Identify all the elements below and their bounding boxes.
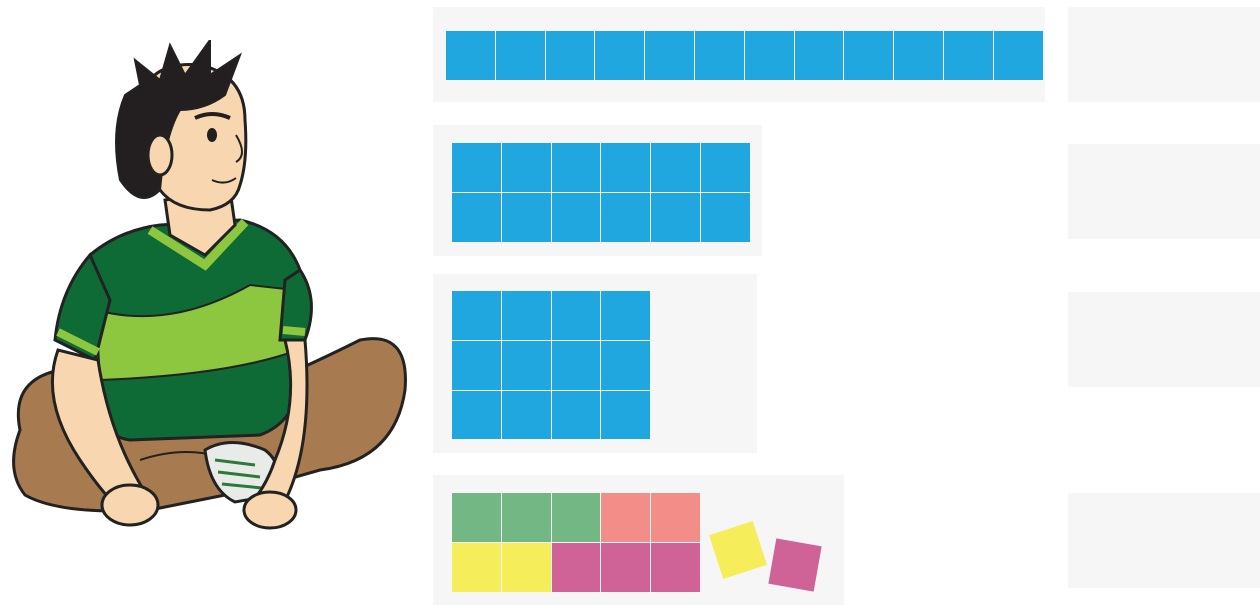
square-tile[interactable] (452, 193, 501, 242)
square-tile[interactable] (645, 31, 694, 80)
square-tile[interactable] (552, 493, 601, 542)
sitting-boy-illustration (0, 40, 420, 540)
square-tile[interactable] (601, 341, 650, 390)
square-tile[interactable] (601, 143, 650, 192)
square-tile[interactable] (552, 341, 601, 390)
square-tile[interactable] (502, 143, 551, 192)
square-tile[interactable] (601, 391, 650, 440)
square-tile[interactable] (651, 143, 700, 192)
square-tile[interactable] (601, 543, 650, 592)
square-tile[interactable] (701, 143, 750, 192)
square-tile[interactable] (745, 31, 794, 80)
square-tile[interactable] (496, 31, 545, 80)
loose-square-tile[interactable] (768, 538, 821, 591)
square-tile[interactable] (502, 493, 551, 542)
square-tile[interactable] (452, 493, 501, 542)
square-tile[interactable] (701, 193, 750, 242)
square-tile[interactable] (601, 493, 650, 542)
square-tile[interactable] (452, 291, 501, 340)
square-tile[interactable] (944, 31, 993, 80)
answer-box[interactable] (1068, 493, 1260, 588)
square-tile[interactable] (695, 31, 744, 80)
square-tile[interactable] (844, 31, 893, 80)
square-tile[interactable] (552, 291, 601, 340)
square-tile[interactable] (552, 391, 601, 440)
square-tile[interactable] (502, 391, 551, 440)
square-tile[interactable] (595, 31, 644, 80)
square-tile[interactable] (552, 543, 601, 592)
square-tile[interactable] (552, 143, 601, 192)
square-tile[interactable] (502, 291, 551, 340)
square-tile[interactable] (546, 31, 595, 80)
square-tile[interactable] (651, 193, 700, 242)
square-tile[interactable] (651, 543, 700, 592)
square-tile[interactable] (552, 193, 601, 242)
square-tile[interactable] (452, 543, 501, 592)
square-tile[interactable] (795, 31, 844, 80)
square-tile[interactable] (446, 31, 495, 80)
square-tile[interactable] (994, 31, 1043, 80)
answer-box[interactable] (1068, 7, 1260, 102)
square-tile[interactable] (601, 193, 650, 242)
square-tile[interactable] (894, 31, 943, 80)
square-tile[interactable] (452, 143, 501, 192)
answer-box[interactable] (1068, 292, 1260, 387)
square-tile[interactable] (651, 493, 700, 542)
square-tile[interactable] (502, 543, 551, 592)
square-tile[interactable] (502, 193, 551, 242)
square-tile[interactable] (601, 291, 650, 340)
square-tile[interactable] (502, 341, 551, 390)
square-tile[interactable] (452, 341, 501, 390)
answer-box[interactable] (1068, 144, 1260, 239)
square-tile[interactable] (452, 391, 501, 440)
